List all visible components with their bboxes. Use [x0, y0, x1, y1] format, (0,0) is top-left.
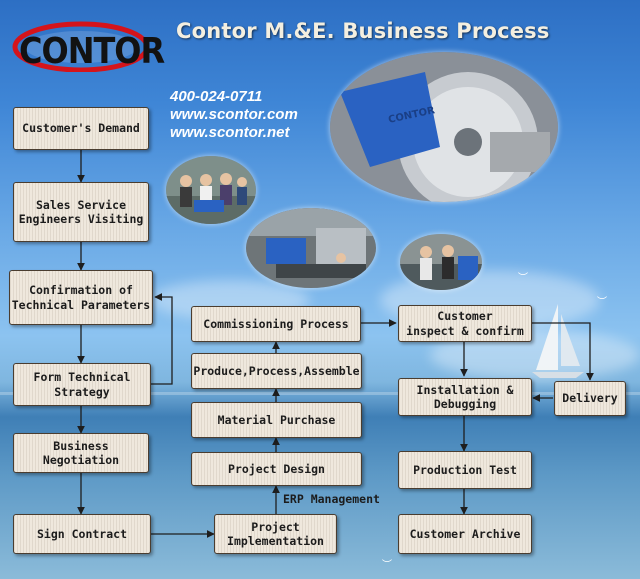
step-sales-service: Sales Service Engineers Visiting: [13, 182, 149, 242]
step-project-implementation: Project Implementation: [214, 514, 337, 554]
step-produce-process-assemble: Produce,Process,Assemble: [191, 353, 362, 389]
step-customer-archive: Customer Archive: [398, 514, 532, 554]
step-production-test: Production Test: [398, 451, 532, 489]
step-delivery: Delivery: [554, 381, 626, 416]
horizon-line: [0, 392, 640, 395]
logo-text: CONTOR: [19, 30, 165, 72]
seagull-icon: ︶: [518, 273, 528, 284]
step-commissioning-process: Commissioning Process: [191, 306, 361, 342]
engineers-photo: [400, 234, 482, 290]
step-material-purchase: Material Purchase: [191, 402, 362, 438]
step-customers-demand: Customer's Demand: [13, 107, 149, 150]
erp-management-label: ERP Management: [283, 492, 380, 506]
step-customer-inspect-confirm: Customer inspect & confirm: [398, 305, 532, 342]
sailboat-icon: [532, 304, 584, 378]
website-link[interactable]: www.scontor.com: [170, 106, 298, 123]
machine-photo: CONTOR: [330, 52, 558, 202]
step-project-design: Project Design: [191, 452, 362, 486]
logo-swoosh-icon: [12, 21, 150, 72]
page-title: Contor M.&E. Business Process: [176, 19, 550, 43]
website-link[interactable]: www.scontor.net: [170, 124, 290, 141]
step-sign-contract: Sign Contract: [13, 514, 151, 554]
company-logo: CONTOR: [11, 20, 165, 72]
step-business-negotiation: Business Negotiation: [13, 433, 149, 473]
phone-number: 400-024-0711: [170, 88, 263, 105]
seagull-icon: ︶: [597, 297, 607, 308]
step-installation-debugging: Installation & Debugging: [398, 378, 532, 416]
step-confirmation-technical-parameters: Confirmation of Technical Parameters: [9, 270, 153, 325]
step-form-technical-strategy: Form Technical Strategy: [13, 363, 151, 406]
seagull-icon: ︶: [382, 560, 392, 571]
